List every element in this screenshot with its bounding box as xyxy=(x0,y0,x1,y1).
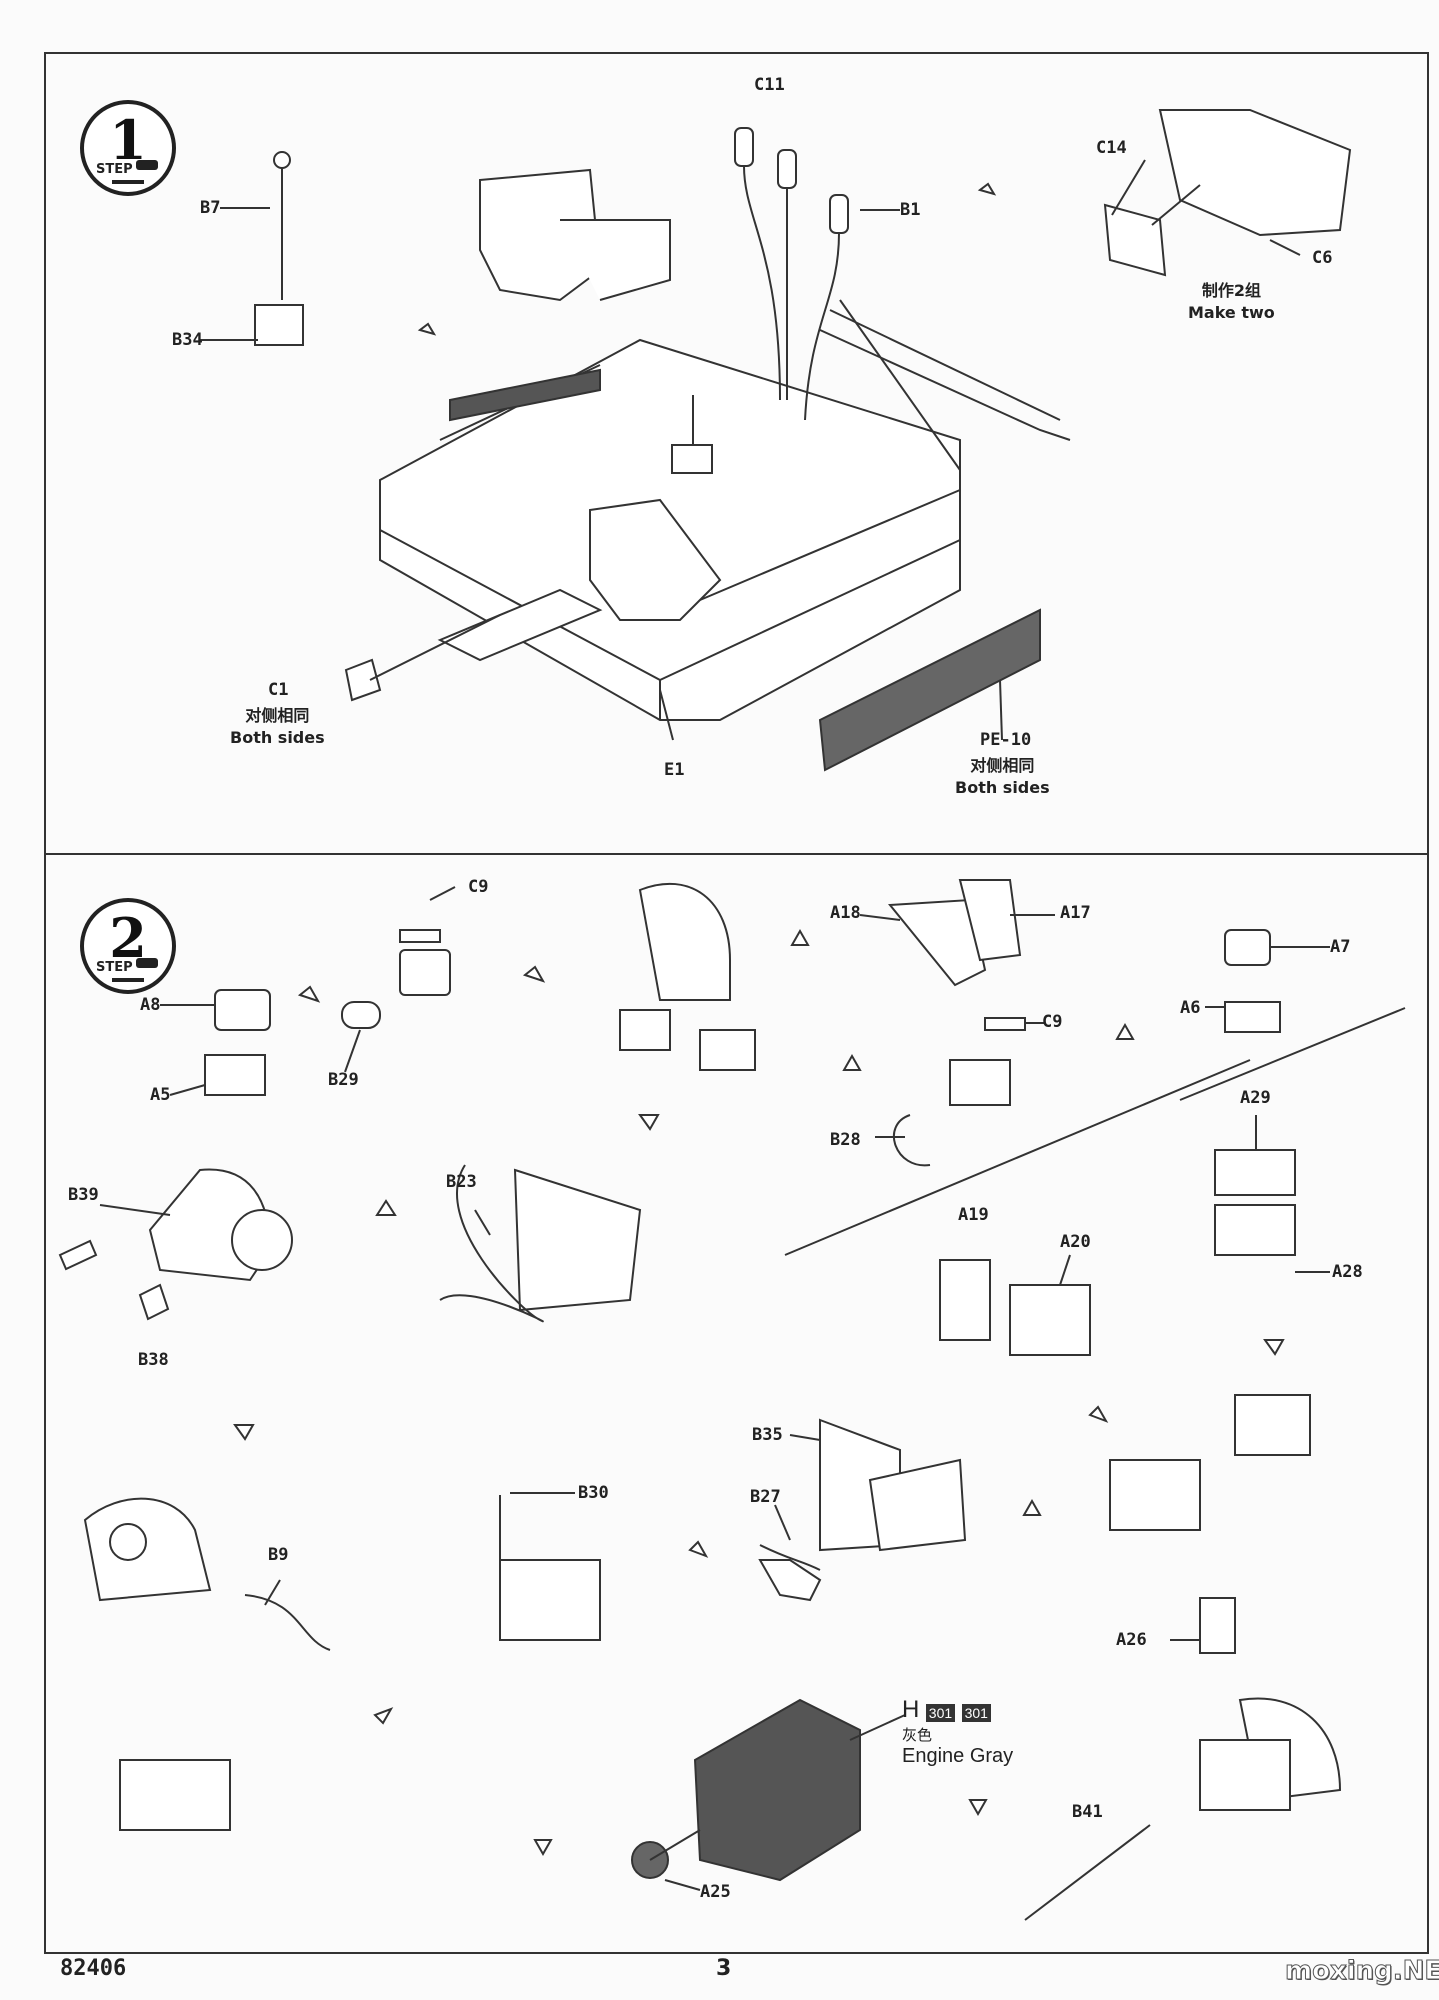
part-label-pe10: PE-10 xyxy=(980,730,1032,750)
site-watermark: moxing.NET xyxy=(1285,1956,1439,1987)
part-label-a8: A8 xyxy=(140,995,161,1015)
part-label-c6: C6 xyxy=(1312,248,1333,268)
step1-badge: 1 STEP xyxy=(80,100,176,196)
part-label-a25: A25 xyxy=(700,1882,731,1902)
part-label-a17: A17 xyxy=(1060,903,1091,923)
part-label-a26: A26 xyxy=(1116,1630,1147,1650)
part-label-b35: B35 xyxy=(752,1425,783,1445)
step1-underline xyxy=(112,180,144,184)
step2-underline xyxy=(112,978,144,982)
c1-both-sides-note: 对侧相同 Both sides xyxy=(230,705,325,748)
part-label-c9-second: C9 xyxy=(1042,1012,1063,1032)
part-label-b30: B30 xyxy=(578,1483,609,1503)
part-label-b34: B34 xyxy=(172,330,203,350)
step2-badge: 2 STEP xyxy=(80,898,176,994)
part-label-b41: B41 xyxy=(1072,1802,1103,1822)
part-label-b29: B29 xyxy=(328,1070,359,1090)
part-label-a6: A6 xyxy=(1180,998,1201,1018)
part-label-a18: A18 xyxy=(830,903,861,923)
part-label-c9: C9 xyxy=(468,877,489,897)
make-two-note: 制作2组 Make two xyxy=(1188,280,1275,323)
paint-name-en: Engine Gray xyxy=(902,1745,1014,1767)
part-label-a7: A7 xyxy=(1330,937,1351,957)
step2-word: STEP xyxy=(96,960,133,975)
part-label-a28: A28 xyxy=(1332,1262,1363,1282)
instruction-frame xyxy=(44,52,1429,1954)
step-divider xyxy=(44,853,1429,855)
make-two-en: Make two xyxy=(1188,302,1275,322)
pe10-both-sides-note: 对侧相同 Both sides xyxy=(955,755,1050,798)
page-number: 3 xyxy=(716,1956,732,1981)
part-label-b9: B9 xyxy=(268,1545,289,1565)
paint-name-cn: 灰色 xyxy=(902,1727,933,1744)
pe10-note-en: Both sides xyxy=(955,777,1050,797)
paint-code-chip-2: 301 xyxy=(961,1703,991,1722)
part-label-e1: E1 xyxy=(664,760,685,780)
part-label-b27: B27 xyxy=(750,1487,781,1507)
make-two-cn: 制作2组 xyxy=(1201,281,1261,300)
tank-icon xyxy=(136,160,158,170)
part-label-a20: A20 xyxy=(1060,1232,1091,1252)
pe10-note-cn: 对侧相同 xyxy=(970,756,1035,775)
step1-word: STEP xyxy=(96,162,133,177)
c1-note-cn: 对侧相同 xyxy=(245,706,310,725)
part-label-b1: B1 xyxy=(900,200,921,220)
kit-code: 82406 xyxy=(60,1956,127,1981)
part-label-b38: B38 xyxy=(138,1350,169,1370)
part-label-b28: B28 xyxy=(830,1130,861,1150)
part-label-b23: B23 xyxy=(446,1172,477,1192)
c1-note-en: Both sides xyxy=(230,727,325,747)
paint-color-callout: H 301 301 灰色 Engine Gray xyxy=(902,1696,1013,1768)
part-label-c14: C14 xyxy=(1096,138,1127,158)
part-label-b7: B7 xyxy=(200,198,221,218)
paint-letter: H xyxy=(902,1696,920,1723)
part-label-c11: C11 xyxy=(754,75,785,95)
part-label-a5: A5 xyxy=(150,1085,171,1105)
part-label-c1: C1 xyxy=(268,680,289,700)
part-label-b39: B39 xyxy=(68,1185,99,1205)
part-label-a19: A19 xyxy=(958,1205,989,1225)
tank-icon xyxy=(136,958,158,968)
part-label-a29: A29 xyxy=(1240,1088,1271,1108)
paint-code-chip-1: 301 xyxy=(925,1703,956,1722)
